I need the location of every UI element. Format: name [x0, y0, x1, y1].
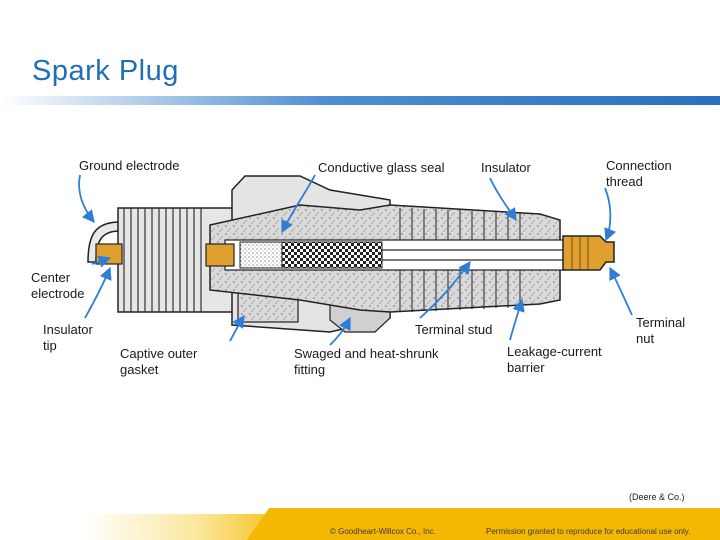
leader-arrows — [78, 174, 633, 346]
footer-permission: Permission granted to reproduce for educ… — [486, 527, 691, 536]
label-captive-outer-gasket: Captive outer gasket — [120, 346, 198, 377]
threaded-shell — [117, 207, 234, 313]
label-swaged-fitting: Swaged and heat-shrunk fitting — [294, 346, 439, 377]
slide-title: Spark Plug — [32, 55, 179, 87]
resistor-core — [281, 241, 383, 269]
label-connection-thread: Connection thread — [606, 158, 672, 189]
image-credit: (Deere & Co.) — [629, 492, 685, 502]
title-underline — [0, 96, 720, 105]
label-insulator-tip: Insulator tip — [43, 322, 93, 353]
label-terminal-nut: Terminal nut — [636, 315, 686, 346]
label-leakage-current-barrier: Leakage-current barrier — [507, 344, 602, 375]
label-insulator: Insulator — [481, 160, 531, 175]
terminal-stud-rod — [381, 249, 568, 261]
footer-bar: © Goodheart-Willcox Co., Inc. Permission… — [0, 508, 720, 540]
glass-seal — [239, 241, 283, 269]
label-ground-electrode: Ground electrode — [79, 158, 180, 173]
footer-copyright: © Goodheart-Willcox Co., Inc. — [330, 527, 436, 536]
label-conductive-glass-seal: Conductive glass seal — [318, 160, 445, 175]
label-terminal-stud: Terminal stud — [415, 322, 493, 337]
label-center-electrode: Center electrode — [31, 270, 85, 301]
